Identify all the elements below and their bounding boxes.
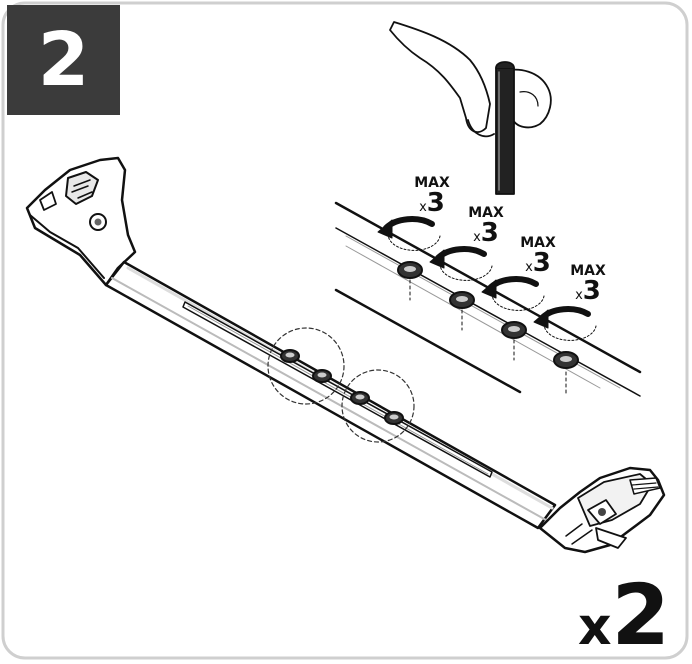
torque-label-word: MAX — [570, 263, 606, 279]
torque-label: MAX x3 — [560, 264, 616, 304]
rotation-arrow-icon — [377, 216, 441, 251]
right-end-bracket — [538, 466, 666, 554]
rotation-arrow-icon — [429, 246, 493, 281]
torque-label: MAX x3 — [510, 236, 566, 276]
bar-assembly — [25, 156, 666, 554]
torque-label-count: 3 — [480, 218, 499, 248]
inset-detail — [334, 21, 642, 397]
step-number-box: 2 — [7, 5, 120, 115]
inset-bolt-group-1 — [377, 216, 441, 301]
bolt-icon — [350, 391, 370, 405]
bolt-icon — [384, 411, 404, 425]
torque-label-prefix: x — [473, 230, 481, 245]
bar-bolts — [280, 349, 404, 425]
quantity-count: 2 — [611, 566, 670, 664]
bolt-highlight-circles — [267, 327, 415, 443]
torque-label-count: 3 — [532, 248, 551, 278]
torque-label-word: MAX — [468, 205, 504, 221]
inset-bolt-group-2 — [429, 246, 493, 331]
step-number: 2 — [37, 17, 90, 103]
inset-bolt-group-3 — [481, 276, 545, 361]
rotation-arrow-icon — [533, 306, 597, 341]
torque-label-prefix: x — [419, 200, 427, 215]
hand-with-allen-key-icon — [389, 21, 552, 195]
torque-label-prefix: x — [525, 260, 533, 275]
quantity-prefix: x — [578, 597, 612, 657]
torque-label: MAX x3 — [458, 206, 514, 246]
rotation-arrow-icon — [481, 276, 545, 311]
torque-label-word: MAX — [414, 175, 450, 191]
torque-label: MAX x3 — [404, 176, 460, 216]
bolt-icon — [312, 369, 332, 383]
bolt-icon — [280, 349, 300, 363]
left-end-bracket — [25, 156, 137, 287]
torque-label-count: 3 — [582, 276, 601, 306]
bar-tube — [104, 260, 557, 530]
torque-label-word: MAX — [520, 235, 556, 251]
torque-label-count: 3 — [426, 188, 445, 218]
inset-bolt-group-4 — [533, 306, 597, 395]
torque-label-prefix: x — [575, 288, 583, 303]
